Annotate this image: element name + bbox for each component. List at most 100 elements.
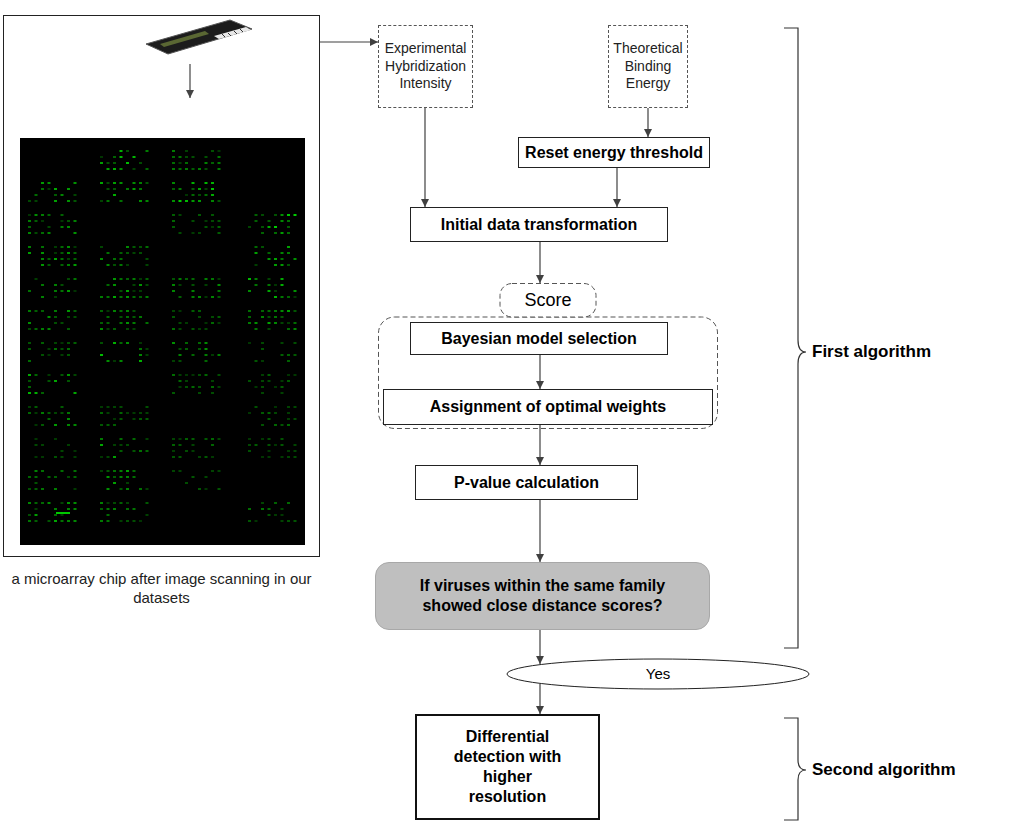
spot xyxy=(113,342,116,344)
spot xyxy=(107,252,110,254)
spot xyxy=(179,328,182,330)
spot xyxy=(74,252,77,254)
spot xyxy=(255,360,258,362)
spot xyxy=(126,316,129,318)
spot xyxy=(126,342,129,344)
spot xyxy=(218,284,221,286)
spot xyxy=(28,290,31,292)
spot xyxy=(255,406,258,408)
spot xyxy=(41,354,44,356)
spot xyxy=(192,278,195,280)
spot xyxy=(107,322,110,324)
spot xyxy=(211,456,214,458)
spot xyxy=(205,438,208,440)
spot xyxy=(179,354,182,356)
spot xyxy=(120,322,123,324)
spot xyxy=(192,232,195,234)
spot xyxy=(146,182,149,184)
spot xyxy=(113,418,116,420)
spot xyxy=(67,418,70,420)
process-box: Assignment of optimal weights xyxy=(383,389,713,425)
spot xyxy=(100,354,103,356)
spot xyxy=(139,354,142,356)
spot xyxy=(67,508,70,510)
caption-text: a microarray chip after image scanning i… xyxy=(4,570,319,608)
spot xyxy=(185,150,188,152)
decision-box: If viruses within the same family showed… xyxy=(375,562,710,630)
spot xyxy=(41,310,44,312)
spot xyxy=(120,360,123,362)
spot xyxy=(146,406,149,408)
spot xyxy=(54,514,57,516)
spot xyxy=(146,278,149,280)
spot xyxy=(67,264,70,266)
spot xyxy=(287,456,290,458)
spot xyxy=(287,220,290,222)
spot xyxy=(146,258,149,260)
spot xyxy=(28,406,31,408)
spot xyxy=(28,488,31,490)
spot xyxy=(179,156,182,158)
spot xyxy=(113,182,116,184)
spot xyxy=(35,392,38,394)
spot xyxy=(179,188,182,190)
spot xyxy=(255,328,258,330)
microarray-slide xyxy=(146,20,252,54)
spot xyxy=(54,246,57,248)
spot xyxy=(172,220,175,222)
spot xyxy=(113,310,116,312)
spot xyxy=(74,258,77,260)
spot xyxy=(74,508,77,510)
spot xyxy=(268,290,271,292)
flow-arrow xyxy=(539,355,540,389)
spot xyxy=(139,360,142,362)
section-label: First algorithm xyxy=(812,342,931,362)
spot xyxy=(255,278,258,280)
spot xyxy=(261,316,264,318)
spot xyxy=(61,214,64,216)
spot xyxy=(211,354,214,356)
spot xyxy=(205,284,208,286)
spot xyxy=(261,348,264,350)
spot xyxy=(74,200,77,202)
spot xyxy=(61,252,64,254)
spot xyxy=(120,182,123,184)
spot xyxy=(126,444,129,446)
spot xyxy=(67,200,70,202)
spot xyxy=(281,386,284,388)
spot xyxy=(133,450,136,452)
spot xyxy=(54,520,57,522)
spot xyxy=(218,156,221,158)
spot xyxy=(41,284,44,286)
spot xyxy=(48,520,51,522)
spot xyxy=(113,264,116,266)
spot xyxy=(274,502,277,504)
spot xyxy=(126,290,129,292)
spot xyxy=(54,508,57,510)
spot xyxy=(139,278,142,280)
spot xyxy=(261,386,264,388)
spot xyxy=(172,342,175,344)
spot xyxy=(294,354,297,356)
spot xyxy=(107,182,110,184)
spot xyxy=(268,284,271,286)
spot xyxy=(126,502,129,504)
spot xyxy=(35,328,38,330)
spot xyxy=(146,322,149,324)
spot xyxy=(126,322,129,324)
spot xyxy=(294,374,297,376)
spot xyxy=(205,182,208,184)
spot xyxy=(248,438,251,440)
spot xyxy=(255,444,258,446)
spot xyxy=(100,182,103,184)
spot xyxy=(54,188,57,190)
spot xyxy=(133,328,136,330)
spot xyxy=(113,406,116,408)
spot xyxy=(67,424,70,426)
spot xyxy=(192,450,195,452)
spot xyxy=(126,246,129,248)
spot xyxy=(35,476,38,478)
spot xyxy=(74,488,77,490)
spot xyxy=(198,386,201,388)
spot xyxy=(41,392,44,394)
